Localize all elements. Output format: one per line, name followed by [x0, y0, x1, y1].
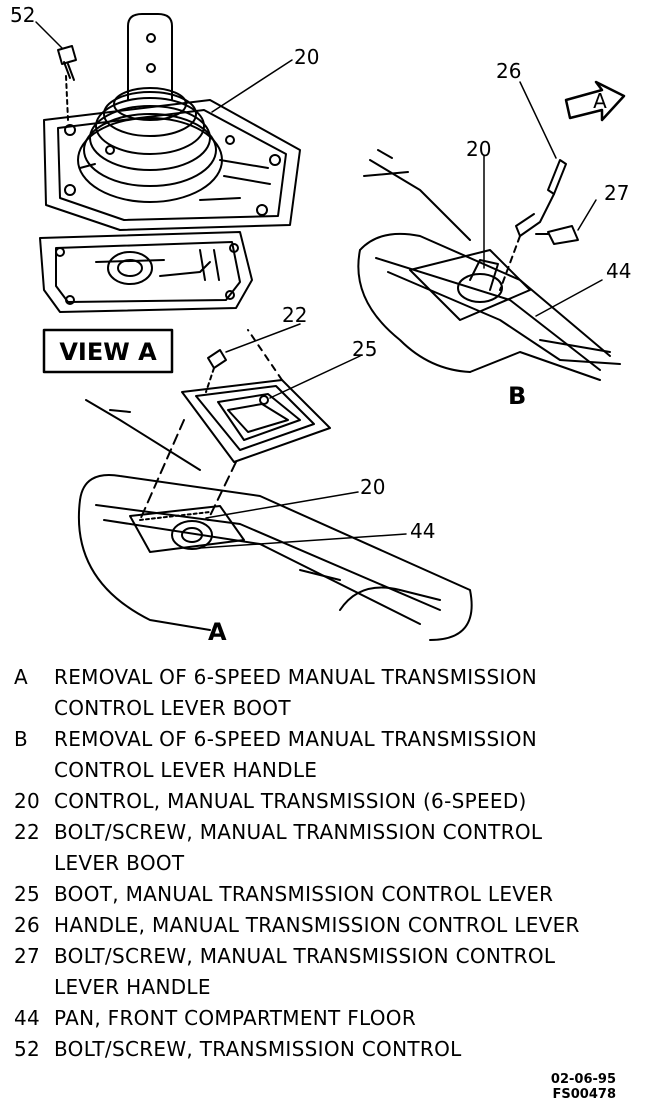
- legend-text: LEVER HANDLE: [54, 975, 211, 999]
- legend-text: PAN, FRONT COMPARTMENT FLOOR: [54, 1006, 417, 1030]
- legend-text: LEVER BOOT: [54, 851, 185, 875]
- legend-key: 20: [14, 789, 41, 813]
- view-arrow-label: A: [593, 89, 607, 113]
- legend-row: 26 HANDLE, MANUAL TRANSMISSION CONTROL LE…: [8, 910, 648, 941]
- legend-row: LEVER BOOT: [8, 848, 648, 879]
- legend-text: CONTROL LEVER BOOT: [54, 696, 291, 720]
- legend-row: 27 BOLT/SCREW, MANUAL TRANSMISSION CONTRO…: [8, 941, 648, 972]
- shifter-housing-drawing: [39, 231, 253, 313]
- legend-key: B: [14, 727, 29, 751]
- figure-code: FS00478: [552, 1087, 616, 1102]
- legend-text: CONTROL LEVER HANDLE: [54, 758, 318, 782]
- legend-row: A REMOVAL OF 6-SPEED MANUAL TRANSMISSION: [8, 662, 648, 693]
- legend-row: CONTROL LEVER BOOT: [8, 693, 648, 724]
- legend-key: 52: [14, 1037, 41, 1061]
- legend-key: [8, 755, 54, 786]
- legend-key: [8, 848, 54, 879]
- callout-20-b: 20: [466, 137, 491, 161]
- view-a-box: [42, 328, 174, 374]
- legend-row: 25 BOOT, MANUAL TRANSMISSION CONTROL LEVE…: [8, 879, 648, 910]
- legend-text: BOLT/SCREW, TRANSMISSION CONTROL: [54, 1037, 462, 1061]
- callout-20-a: 20: [360, 475, 385, 499]
- callout-22: 22: [282, 303, 307, 327]
- section-label-b: B: [508, 382, 526, 410]
- exploded-view-diagram: VIEW A: [10, 3, 631, 646]
- legend-text: REMOVAL OF 6-SPEED MANUAL TRANSMISSION: [54, 665, 538, 689]
- legend-row: LEVER HANDLE: [8, 972, 648, 1003]
- legend-text: BOLT/SCREW, MANUAL TRANMISSION CONTROL: [54, 820, 543, 844]
- legend-row: 22 BOLT/SCREW, MANUAL TRANMISSION CONTROL: [8, 817, 648, 848]
- legend-row: 44 PAN, FRONT COMPARTMENT FLOOR: [8, 1003, 648, 1034]
- legend-text: REMOVAL OF 6-SPEED MANUAL TRANSMISSION: [54, 727, 538, 751]
- view-a-label: VIEW A: [59, 338, 157, 366]
- legend-row: B REMOVAL OF 6-SPEED MANUAL TRANSMISSION: [8, 724, 648, 755]
- callout-44-a: 44: [410, 519, 435, 543]
- figure-reference: 02-06-95 FS00478: [551, 1072, 616, 1102]
- legend-key: A: [14, 665, 28, 689]
- legend-key: 27: [14, 944, 41, 968]
- handle-removal-drawing: [357, 80, 626, 381]
- legend-row: CONTROL LEVER HANDLE: [8, 755, 648, 786]
- legend-text: HANDLE, MANUAL TRANSMISSION CONTROL LEVE…: [54, 913, 580, 937]
- shifter-assembly-drawing: [43, 13, 301, 231]
- legend-key: 44: [14, 1006, 41, 1030]
- legend-key: 22: [14, 820, 41, 844]
- legend-text: BOLT/SCREW, MANUAL TRANSMISSION CONTROL: [54, 944, 556, 968]
- legend-key: [8, 972, 54, 1003]
- boot-removal-drawing: [77, 329, 473, 641]
- leader-lines: [35, 21, 603, 549]
- legend-text: BOOT, MANUAL TRANSMISSION CONTROL LEVER: [54, 882, 554, 906]
- legend-row: 20 CONTROL, MANUAL TRANSMISSION (6-SPEED): [8, 786, 648, 817]
- callout-20-view-a: 20: [294, 45, 319, 69]
- legend-row: 52 BOLT/SCREW, TRANSMISSION CONTROL: [8, 1034, 648, 1065]
- callout-52: 52: [10, 3, 35, 27]
- legend-text: CONTROL, MANUAL TRANSMISSION (6-SPEED): [54, 789, 527, 813]
- legend-key: [8, 693, 54, 724]
- legend-key: 25: [14, 882, 41, 906]
- callout-44-b: 44: [606, 259, 631, 283]
- section-label-a: A: [208, 618, 227, 646]
- legend-key: 26: [14, 913, 41, 937]
- callout-27: 27: [604, 181, 629, 205]
- parts-legend: A REMOVAL OF 6-SPEED MANUAL TRANSMISSION C…: [8, 662, 648, 1065]
- figure-date: 02-06-95: [550, 1072, 616, 1087]
- callout-26: 26: [496, 59, 521, 83]
- callout-25: 25: [352, 337, 377, 361]
